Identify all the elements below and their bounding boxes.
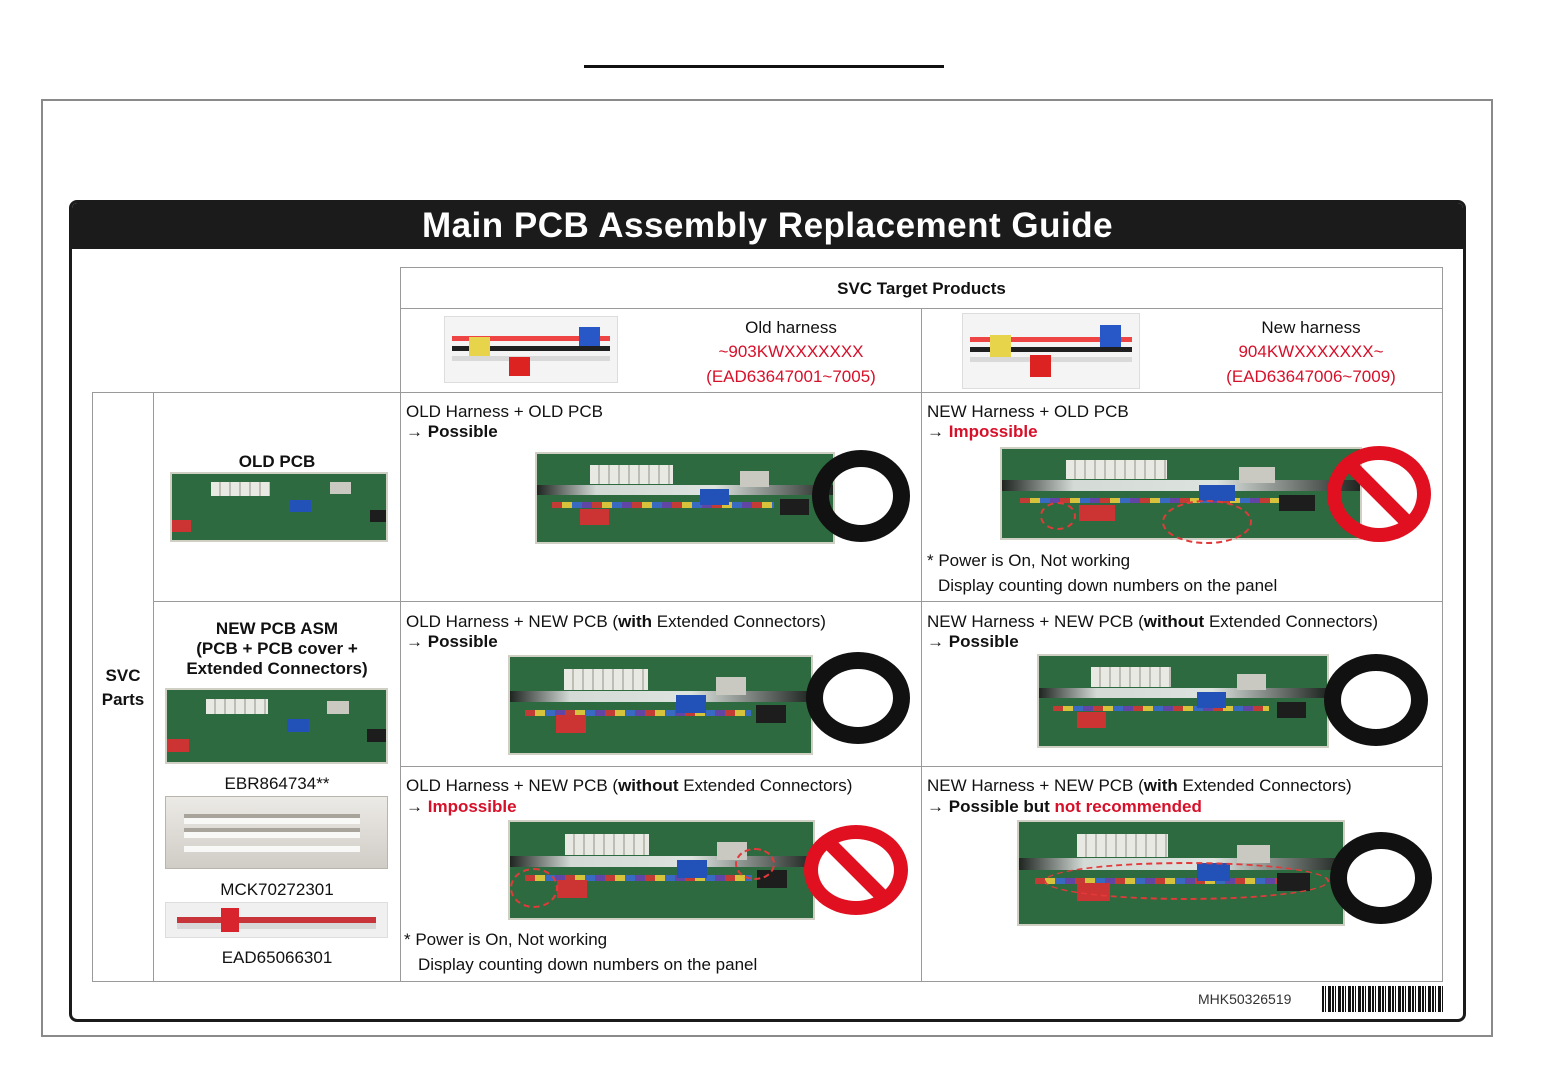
title-bar: Main PCB Assembly Replacement Guide [72, 203, 1463, 249]
new-harness-code: 904KWXXXXXXX~ [1238, 342, 1384, 361]
arrow-icon: → [927, 632, 944, 651]
c2-result: Impossible [948, 422, 1038, 441]
svc-parts-label-line2: Parts [101, 690, 145, 709]
c2-result-line: → Impossible [927, 421, 1038, 442]
c3-result-line: → Possible [406, 631, 498, 652]
c4-title: NEW Harness + NEW PCB (without Extended … [927, 612, 1379, 631]
c3-result: Possible [427, 632, 498, 651]
c3-photo [508, 655, 813, 755]
c5-result-line: → Impossible [406, 796, 517, 817]
c5-highlight-oval [510, 868, 558, 908]
c5-result: Impossible [427, 797, 517, 816]
c6-result-b: not recommended [1054, 797, 1202, 816]
pcb-part-code: EBR864734** [224, 774, 330, 793]
c2-prohibited-icon [1327, 446, 1431, 542]
arrow-icon: → [927, 797, 944, 816]
new-pcb-photo [165, 688, 388, 764]
c6-result-a: Possible but [948, 797, 1055, 816]
svc-parts-label-line1: SVC [105, 666, 141, 685]
new-pcb-label-line3: Extended Connectors) [186, 659, 368, 678]
c4-possible-circle-icon [1324, 654, 1428, 746]
guide-title: Main PCB Assembly Replacement Guide [421, 206, 1114, 245]
c5-note-line1: * Power is On, Not working [404, 930, 608, 949]
page-frame [41, 99, 1493, 1037]
c2-highlight-oval [1040, 502, 1076, 530]
new-harness-range: (EAD63647006~7009) [1226, 367, 1396, 386]
old-pcb-label: OLD PCB [238, 452, 316, 471]
new-harness-photo [962, 313, 1140, 389]
connector-part-code: EAD65066301 [221, 948, 333, 967]
c1-photo [535, 452, 835, 544]
top-rule [584, 65, 944, 68]
c3-possible-circle-icon [806, 652, 910, 744]
arrow-icon: → [406, 632, 423, 651]
svc-target-products-label: SVC Target Products [837, 279, 1006, 298]
c2-note-line2: Display counting down numbers on the pan… [938, 576, 1278, 595]
c5-note-line2: Display counting down numbers on the pan… [418, 955, 758, 974]
old-harness-range: (EAD63647001~7005) [706, 367, 876, 386]
old-harness-photo [444, 316, 618, 383]
svc-parts-cell [92, 392, 154, 982]
arrow-icon: → [406, 422, 423, 441]
c6-possible-circle-icon [1330, 832, 1432, 924]
c2-highlight-oval [1162, 500, 1252, 544]
c4-result-line: → Possible [927, 631, 1019, 652]
c2-title: NEW Harness + OLD PCB [927, 402, 1129, 421]
c6-title: NEW Harness + NEW PCB (with Extended Con… [927, 776, 1352, 795]
pcb-cover-photo [165, 796, 388, 869]
c4-result: Possible [948, 632, 1019, 651]
c6-result-line: → Possible but not recommended [927, 796, 1202, 817]
new-harness-label: New harness [1261, 318, 1361, 337]
new-pcb-label-line1: NEW PCB ASM [215, 619, 339, 638]
old-harness-label: Old harness [745, 318, 837, 337]
c4-photo [1037, 654, 1329, 748]
cover-part-code: MCK70272301 [220, 880, 334, 899]
c3-title: OLD Harness + NEW PCB (with Extended Con… [406, 612, 826, 631]
old-pcb-photo [170, 472, 388, 542]
document-code: MHK50326519 [1198, 991, 1292, 1007]
c1-result: Possible [427, 422, 498, 441]
c2-note-line1: * Power is On, Not working [927, 551, 1131, 570]
c5-prohibited-icon [804, 825, 908, 915]
old-harness-code: ~903KWXXXXXXX [718, 342, 864, 361]
c6-highlight-oval [1044, 862, 1329, 900]
new-pcb-label-line2: (PCB + PCB cover + [196, 639, 358, 658]
arrow-icon: → [406, 797, 423, 816]
cell-new-harness-new-pcb-with [921, 766, 1443, 982]
c1-possible-circle-icon [812, 450, 910, 542]
connector-photo [165, 902, 388, 938]
c1-result-line: → Possible [406, 421, 498, 442]
c5-highlight-oval [735, 848, 775, 880]
barcode-icon [1322, 986, 1443, 1012]
c5-title: OLD Harness + NEW PCB (without Extended … [406, 776, 853, 795]
arrow-icon: → [927, 422, 944, 441]
c1-title: OLD Harness + OLD PCB [406, 402, 603, 421]
